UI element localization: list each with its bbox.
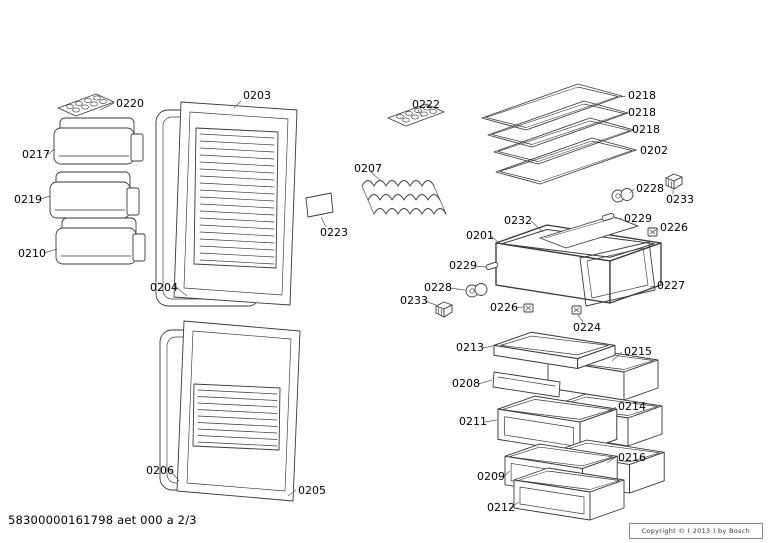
upper-door-0203-drawing [173,101,298,306]
label-0232: 0232 [504,214,532,227]
door-bin-0210-drawing [55,217,146,265]
frame-0227-drawing [579,241,656,307]
tray-0207-drawing [361,180,447,215]
label-0203: 0203 [243,89,271,102]
divider-0232-drawing [539,215,639,249]
label-0201: 0201 [466,229,494,242]
clip-0226-left-drawing [523,303,534,313]
label-0204: 0204 [150,281,178,294]
roller-0228-right-drawing [611,188,634,203]
label-0206: 0206 [146,464,174,477]
label-0218-2: 0218 [628,106,656,119]
panel-0208-drawing [492,371,561,398]
label-0218-1: 0218 [628,89,656,102]
label-0214: 0214 [618,400,646,413]
label-0227: 0227 [657,279,685,292]
roller-0228-left-drawing [465,283,488,298]
door-bin-0217-drawing [53,117,144,165]
label-0226-right: 0226 [660,221,688,234]
glass-shelf-0218-drawing-2 [487,100,629,148]
lower-door-0205-drawing [176,320,301,502]
cover-plate-0223-drawing [305,192,334,218]
glass-shelf-0218-drawing-1 [481,83,623,131]
label-0207: 0207 [354,162,382,175]
label-0205: 0205 [298,484,326,497]
label-0233-right: 0233 [666,193,694,206]
label-0208: 0208 [452,377,480,390]
label-0217: 0217 [22,148,50,161]
label-0209: 0209 [477,470,505,483]
label-0212: 0212 [487,501,515,514]
label-0224: 0224 [573,321,601,334]
label-0233-left: 0233 [400,294,428,307]
label-0216: 0216 [618,451,646,464]
label-0211: 0211 [459,415,487,428]
label-0222: 0222 [412,98,440,111]
egg-tray-0220-drawing [57,93,115,117]
label-0218-3: 0218 [632,123,660,136]
label-0202: 0202 [640,144,668,157]
part-0233-left-drawing [435,301,453,318]
label-0215: 0215 [624,345,652,358]
part-0233-right-drawing [665,173,683,190]
label-0210: 0210 [18,247,46,260]
label-0229-left: 0229 [449,259,477,272]
clip-0226-right-drawing [647,227,658,237]
label-0228-left: 0228 [424,281,452,294]
part-0224-drawing [571,305,582,315]
document-number: 58300000161798 aet 000 a 2/3 [8,513,197,527]
label-0226-left: 0226 [490,301,518,314]
door-bin-0219-drawing [49,171,140,219]
copyright-notice: Copyright © ( 2013 ) by Bosch [628,523,763,539]
label-0228-right: 0228 [636,182,664,195]
leader-lines [39,95,674,509]
label-0213: 0213 [456,341,484,354]
label-0219: 0219 [14,193,42,206]
label-0220: 0220 [116,97,144,110]
label-0229-right: 0229 [624,212,652,225]
label-0223: 0223 [320,226,348,239]
